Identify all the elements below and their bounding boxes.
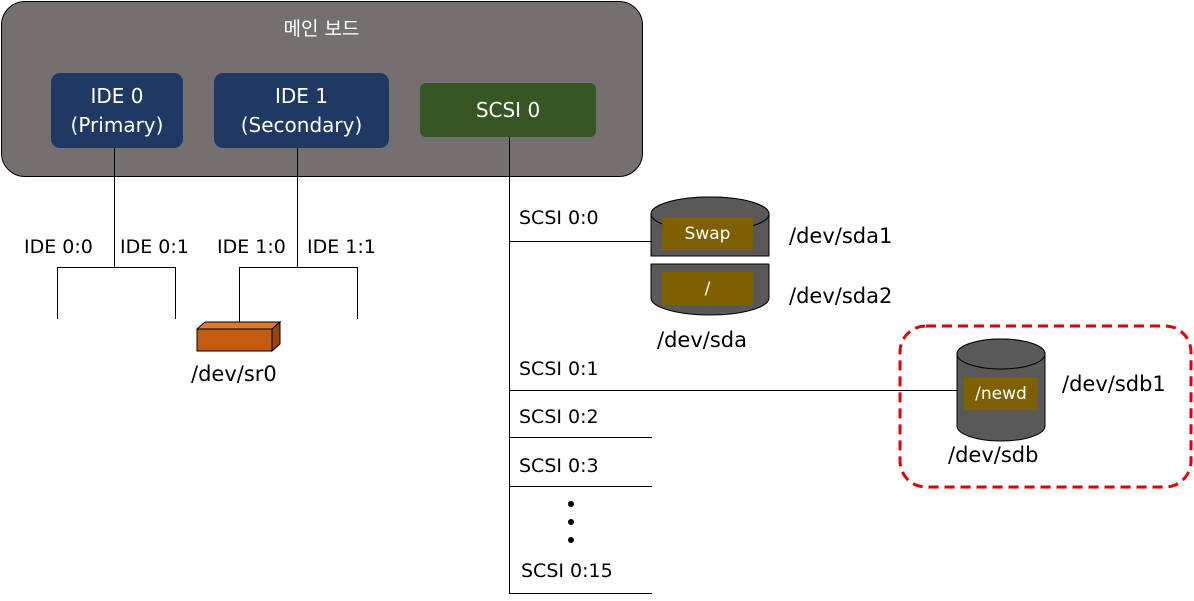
ide-port-label: IDE 0:1	[120, 236, 189, 258]
ide-port-label: IDE 1:1	[307, 236, 376, 258]
scsi-0-3-connector	[509, 486, 652, 487]
scsi0-controller-name: SCSI 0	[475, 97, 541, 122]
partition-device-name: /dev/sdb1	[1062, 372, 1166, 396]
cdrom-device-name: /dev/sr0	[191, 362, 277, 386]
scsi-port-label: SCSI 0:15	[521, 560, 613, 582]
ide-port-label: IDE 0:0	[24, 236, 93, 258]
ide1-1-connector	[357, 267, 358, 319]
partition-root: /	[662, 272, 753, 305]
partition-root-label: /	[704, 278, 711, 299]
ide0-1-connector	[175, 267, 176, 319]
partition-device-name: /dev/sda1	[789, 224, 893, 248]
scsi-port-label: SCSI 0:3	[519, 455, 599, 477]
scsi-port-label: SCSI 0:0	[519, 207, 599, 229]
partition-device-name: /dev/sda2	[789, 284, 893, 308]
partition-newd-label: /newd	[975, 383, 1027, 404]
scsi-bus	[509, 137, 510, 594]
ide1-controller-name: IDE 1	[274, 83, 329, 108]
partition-swap: Swap	[662, 217, 753, 250]
scsi-0-0-connector	[509, 241, 652, 242]
ide1-cable	[297, 148, 298, 268]
main-board-title: 메인 보드	[283, 18, 360, 40]
scsi-port-label: SCSI 0:1	[519, 358, 599, 380]
scsi-0-1-connector	[509, 390, 959, 391]
new-disk-highlight-frame	[898, 324, 1193, 489]
disk-sdb-device-name: /dev/sdb	[948, 443, 1039, 467]
scsi-port-label: SCSI 0:2	[519, 406, 599, 428]
ide1-controller-role: (Secondary)	[240, 112, 363, 137]
disk-sda-device-name: /dev/sda	[657, 328, 747, 352]
cdrom-drive-icon	[195, 320, 282, 353]
ide0-controller-role: (Primary)	[70, 112, 164, 137]
ide-port-label: IDE 1:0	[217, 236, 286, 258]
partition-swap-label: Swap	[684, 223, 731, 244]
scsi-0-2-connector	[509, 437, 652, 438]
ide1-bus	[239, 267, 358, 268]
ide0-cable	[114, 148, 115, 268]
ide1-0-connector	[239, 267, 240, 322]
ide0-bus	[57, 267, 176, 268]
partition-newd: /newd	[964, 377, 1038, 410]
scsi-0-15-connector	[509, 593, 652, 594]
scsi0-controller: SCSI 0	[420, 83, 596, 137]
ide0-0-connector	[57, 267, 58, 319]
ide0-controller: IDE 0 (Primary)	[51, 73, 183, 148]
ide0-controller-name: IDE 0	[90, 83, 144, 108]
ide1-controller: IDE 1 (Secondary)	[214, 73, 389, 148]
